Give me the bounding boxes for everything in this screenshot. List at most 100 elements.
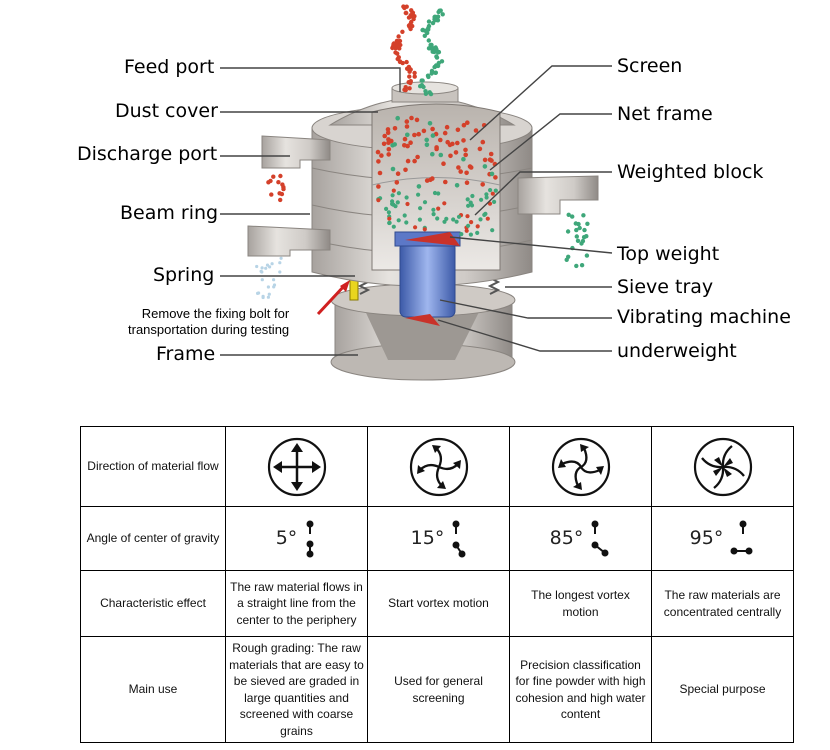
particle: [409, 115, 414, 121]
particle: [389, 138, 394, 144]
particle: [376, 159, 381, 164]
particle: [408, 80, 413, 86]
particle: [451, 217, 456, 222]
leader-lines: [220, 65, 613, 356]
particle: [391, 188, 396, 193]
particle: [466, 203, 471, 208]
particle: [461, 138, 466, 143]
particle: [396, 191, 401, 196]
table-row-direction: Direction of material flow: [80, 426, 794, 507]
particle: [407, 74, 412, 79]
particle: [276, 180, 281, 185]
particle: [381, 141, 387, 147]
four-arrows-cross-icon: [267, 437, 326, 496]
particle: [422, 33, 427, 38]
particle: [412, 158, 417, 164]
particle: [440, 12, 445, 17]
particle: [433, 18, 438, 23]
flow-cell-2: [367, 426, 510, 507]
angle-value: 85°: [549, 527, 584, 550]
particle: [375, 149, 381, 155]
label-dust-cover: Dust cover: [115, 100, 218, 122]
particle: [426, 19, 432, 24]
particle: [579, 263, 585, 268]
particle: [459, 232, 464, 237]
particle: [465, 197, 470, 202]
particle: [430, 20, 436, 26]
particle: [402, 136, 408, 142]
particle: [470, 193, 475, 199]
angle-value: 95°: [689, 527, 724, 550]
particle: [268, 178, 273, 184]
particle: [445, 139, 451, 145]
particle: [493, 175, 498, 180]
label-discharge-port: Discharge port: [77, 143, 218, 165]
particle: [406, 64, 412, 70]
particle: [395, 115, 401, 121]
particle: [424, 142, 430, 148]
note-line-1: Remove the fixing bolt for: [141, 306, 290, 321]
particle: [430, 176, 435, 181]
particle: [421, 84, 426, 90]
particle: [400, 29, 405, 34]
particle: [426, 38, 431, 43]
particle: [394, 180, 400, 185]
row-header: Direction of material flow: [80, 426, 226, 507]
particle: [454, 183, 460, 188]
particle: [484, 192, 489, 197]
particle: [456, 214, 462, 219]
angle-cell-2: 15°: [367, 506, 510, 571]
particle: [390, 45, 395, 50]
particle: [376, 184, 381, 189]
particle: [469, 220, 474, 225]
particle: [435, 216, 440, 221]
particle: [464, 180, 470, 185]
particle: [408, 26, 413, 32]
particle: [406, 23, 412, 28]
row-header: Characteristic effect: [80, 570, 226, 637]
particle: [386, 152, 392, 157]
particle: [489, 171, 495, 177]
particle: [581, 213, 586, 218]
particle: [575, 238, 581, 243]
particle: [580, 238, 586, 244]
particle: [420, 27, 425, 33]
particle: [382, 133, 388, 139]
particle: [442, 201, 447, 206]
particle: [570, 214, 575, 219]
particle: [396, 218, 401, 223]
particle: [434, 54, 439, 59]
particle: [403, 87, 408, 93]
particle: [390, 166, 396, 172]
particle: [429, 43, 434, 48]
particle: [430, 151, 435, 157]
flow-cell-3: [509, 426, 652, 507]
particle: [415, 154, 420, 160]
particle: [266, 295, 270, 299]
particle: [376, 198, 381, 203]
particle: [477, 146, 483, 152]
particle: [493, 188, 498, 193]
particle: [456, 165, 461, 170]
particle: [461, 122, 467, 128]
particle: [426, 74, 431, 80]
particle: [479, 197, 484, 202]
particle: [401, 4, 406, 9]
particle: [402, 143, 407, 148]
particle: [395, 200, 400, 205]
particle: [464, 228, 469, 233]
particle: [408, 140, 413, 145]
particle: [584, 253, 590, 258]
particle: [487, 157, 493, 162]
weight-position-icon: [591, 520, 609, 556]
strong-vortex-icon: [551, 437, 610, 496]
particle: [434, 146, 439, 152]
particle: [466, 223, 471, 228]
table-row-effect: Characteristic effect The raw material f…: [80, 570, 794, 637]
particle: [468, 200, 473, 205]
particle: [413, 225, 418, 230]
particle: [272, 285, 276, 289]
particle: [437, 8, 442, 13]
particle: [436, 60, 441, 66]
particle: [412, 14, 417, 19]
